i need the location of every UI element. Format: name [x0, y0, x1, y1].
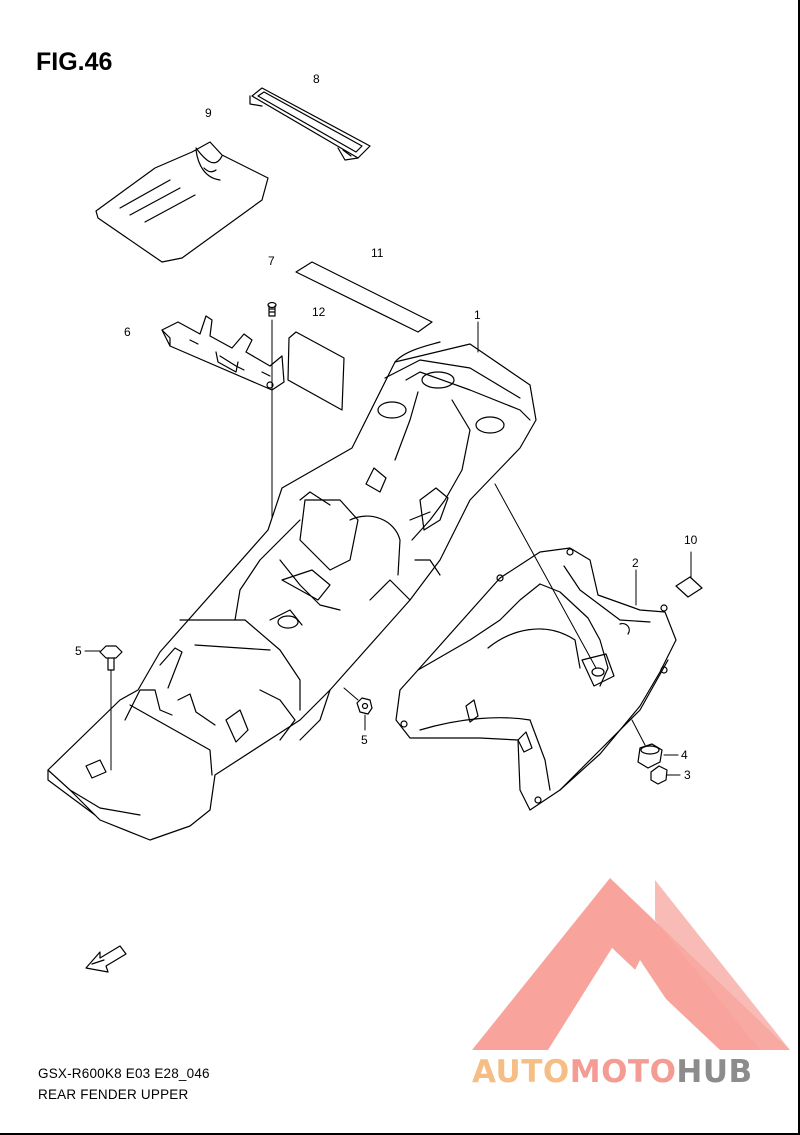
callout-9: 9 [205, 106, 212, 120]
part-6-bracket [161, 315, 285, 391]
callout-3: 3 [684, 768, 691, 782]
callout-5-left: 5 [75, 644, 82, 658]
watermark-hub: HUB [676, 1054, 753, 1090]
callout-4: 4 [681, 748, 688, 762]
part-1-rear-fender-upper [47, 341, 537, 841]
automotohub-watermark: AUTOMOTOHUB [472, 1054, 753, 1090]
callout-11: 11 [371, 246, 384, 260]
part-4-cushion [631, 719, 679, 769]
part-12-pad [287, 331, 345, 411]
callout-8: 8 [313, 72, 320, 86]
part-11-strip [295, 261, 433, 333]
callout-6: 6 [124, 325, 131, 339]
callout-10: 10 [684, 533, 698, 547]
figure-caption: REAR FENDER UPPER [38, 1087, 189, 1102]
part-3-collar [650, 765, 681, 785]
fwd-arrow-icon [85, 945, 127, 973]
callout-2: 2 [632, 556, 639, 570]
part-10-pad [675, 551, 703, 598]
part-7-screw [267, 301, 277, 317]
part-5-nut-right [343, 687, 373, 731]
callout-1: 1 [474, 308, 481, 322]
automotohub-logo-mark [472, 878, 790, 1050]
watermark-moto: MOTO [569, 1054, 677, 1090]
part-5-bolt-left [84, 645, 123, 771]
leader-fender-to-cover [494, 483, 597, 669]
callout-5-right: 5 [361, 733, 368, 747]
part-8-battery-strap [249, 87, 371, 161]
watermark-auto: AUTO [472, 1054, 570, 1090]
callout-12: 12 [312, 305, 326, 319]
part-2-fender-cover [395, 547, 677, 811]
figure-title: FIG.46 [36, 48, 113, 76]
part-9-tool-bag [95, 141, 269, 263]
model-code: GSX-R600K8 E03 E28_046 [38, 1066, 210, 1081]
callout-7: 7 [268, 254, 275, 268]
